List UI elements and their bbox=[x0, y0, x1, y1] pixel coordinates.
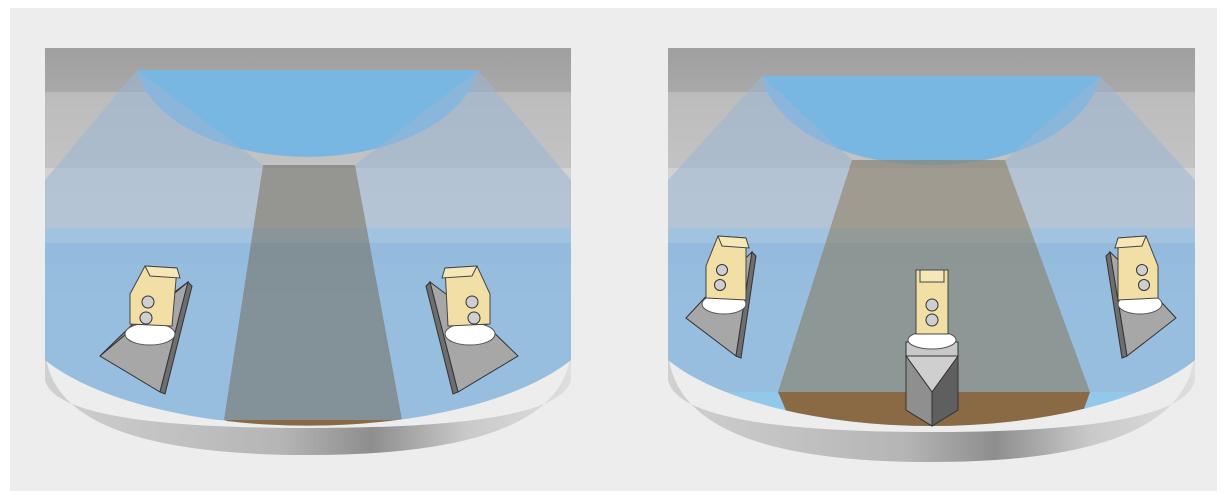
left-panel bbox=[45, 48, 571, 472]
right-panel bbox=[668, 48, 1195, 468]
